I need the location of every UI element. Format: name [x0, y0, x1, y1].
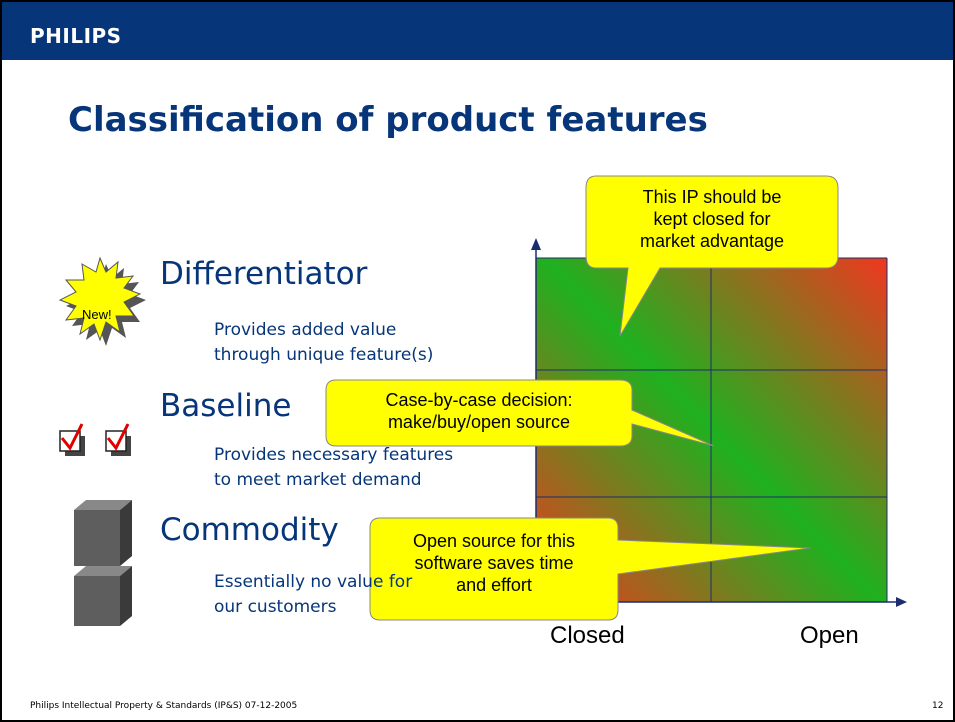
callout-bottom: [369, 517, 811, 621]
cube-icon: [74, 500, 132, 566]
callout-middle-text: Case-by-case decision: make/buy/open sou…: [385, 390, 573, 432]
feature-differentiator-heading: Differentiator: [160, 256, 368, 292]
feature-commodity-heading: Commodity: [160, 512, 339, 548]
checkbox-icon: [105, 423, 131, 456]
feature-differentiator-desc: Provides added value through unique feat…: [214, 320, 434, 365]
callout-top: [585, 175, 839, 337]
feature-baseline-heading: Baseline: [160, 388, 292, 424]
callout-bottom-text: Open source for this software saves time…: [412, 531, 576, 595]
callout-middle: [325, 379, 715, 447]
x-axis-label-closed: Closed: [550, 622, 625, 649]
x-axis-arrow-icon: [896, 597, 907, 607]
feature-baseline-desc: Provides necessary features to meet mark…: [214, 445, 454, 490]
new-starburst-icon: [58, 256, 146, 346]
x-axis-label-open: Open: [800, 622, 859, 649]
header-bar: PHILIPS: [2, 2, 953, 60]
feature-commodity-desc: Essentially no value for our customers: [214, 572, 413, 617]
checkbox-icon: [59, 423, 85, 456]
page-number: 12: [932, 701, 944, 711]
callout-top-text: This IP should be kept closed for market…: [639, 187, 785, 251]
cube-icon: [74, 566, 132, 626]
slide-title: Classification of product features: [68, 100, 708, 140]
y-axis-arrow-icon: [531, 238, 541, 250]
footer-text: Philips Intellectual Property & Standard…: [30, 701, 298, 711]
philips-logo: PHILIPS: [30, 24, 122, 48]
new-badge-text: New!: [82, 307, 112, 322]
